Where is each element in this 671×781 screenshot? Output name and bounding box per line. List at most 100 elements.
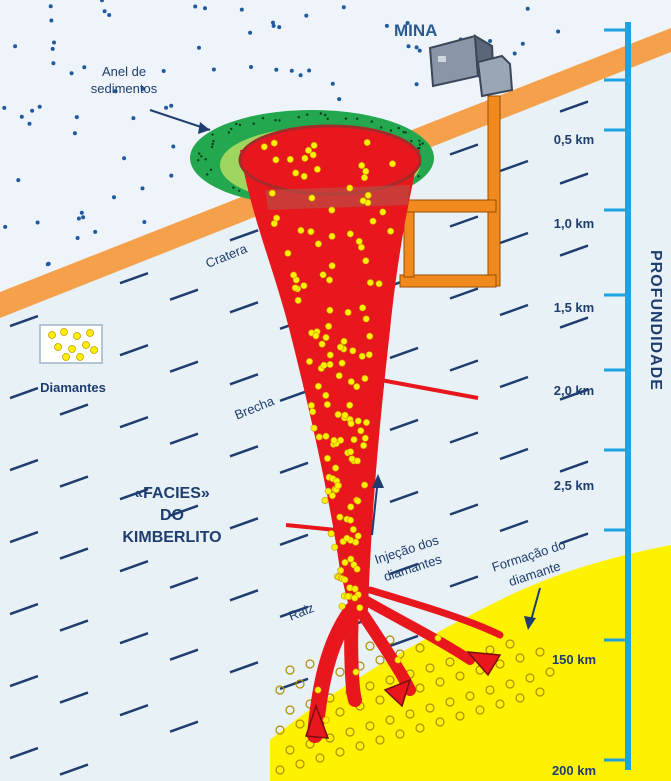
ring-dot	[238, 190, 240, 192]
pipe-diamond	[348, 420, 354, 426]
soil-dot	[385, 24, 389, 28]
pipe-diamond	[347, 449, 353, 455]
pipe-diamond	[364, 139, 370, 145]
pipe-diamond	[329, 263, 335, 269]
diamond-legend-icon	[40, 325, 102, 363]
soil-dot	[38, 105, 42, 109]
pipe-diamond	[323, 392, 329, 398]
pipe-diamond	[359, 305, 365, 311]
pipe-diamond	[363, 316, 369, 322]
soil-dot	[73, 131, 77, 135]
pipe-diamond	[350, 526, 356, 532]
depth-label: 1,5 km	[554, 300, 594, 315]
pipe-diamond	[366, 352, 372, 358]
anel-label-line2: sedimentos	[91, 81, 158, 96]
pipe-diamond	[315, 241, 321, 247]
soil-dot	[52, 41, 56, 45]
pipe-diamond	[350, 348, 356, 354]
pipe-diamond	[327, 361, 333, 367]
pipe-diamond	[360, 442, 366, 448]
pipe-diamond	[315, 687, 321, 693]
pipe-diamond	[387, 228, 393, 234]
soil-dot	[272, 24, 276, 28]
pipe-diamond	[323, 717, 329, 723]
soil-dot	[3, 225, 7, 229]
pipe-diamond	[305, 147, 311, 153]
soil-dot	[82, 65, 86, 69]
ring-dot	[324, 114, 326, 116]
ring-dot	[418, 140, 420, 142]
pipe-diamond	[293, 170, 299, 176]
depth-label: 150 km	[552, 652, 596, 667]
pipe-diamond	[357, 605, 363, 611]
pipe-diamond	[345, 309, 351, 315]
soil-dot	[131, 116, 135, 120]
pipe-diamond	[335, 483, 341, 489]
pipe-diamond	[363, 168, 369, 174]
soil-dot	[203, 6, 207, 10]
ring-dot	[405, 131, 407, 133]
facies-label-line1: «FACIES»	[134, 485, 210, 502]
ring-dot	[200, 155, 202, 157]
soil-dot	[93, 230, 97, 234]
soil-dot	[274, 68, 278, 72]
pipe-diamond	[365, 192, 371, 198]
soil-dot	[20, 115, 24, 119]
pipe-diamond	[324, 455, 330, 461]
pipe-diamond	[311, 142, 317, 148]
pipe-diamond	[363, 258, 369, 264]
legend-diamond	[55, 344, 62, 351]
pipe-diamond	[301, 283, 307, 289]
pipe-diamond	[363, 419, 369, 425]
pipe-diamond	[348, 556, 354, 562]
pipe-diamond	[355, 498, 361, 504]
pipe-diamond	[354, 383, 360, 389]
ring-dot	[422, 142, 424, 144]
pipe-diamond	[347, 517, 353, 523]
pipe-diamond	[359, 353, 365, 359]
pipe-diamond	[362, 375, 368, 381]
pipe-diamond	[332, 544, 338, 550]
pipe-diamond	[345, 593, 351, 599]
soil-dot	[299, 73, 303, 77]
soil-dot	[415, 82, 419, 86]
pipe-diamond	[336, 373, 342, 379]
pipe-diamond	[370, 218, 376, 224]
pipe-diamond	[352, 595, 358, 601]
ring-dot	[398, 127, 400, 129]
ring-dot	[345, 117, 347, 119]
soil-dot	[75, 115, 79, 119]
facies-label-line3: KIMBERLITO	[122, 529, 221, 546]
pipe-diamond	[332, 465, 338, 471]
pipe-diamond	[356, 238, 362, 244]
soil-dot	[36, 221, 40, 225]
pipe-diamond	[321, 362, 327, 368]
soil-dot	[169, 174, 173, 178]
soil-dot	[171, 145, 175, 149]
pipe-diamond	[261, 144, 267, 150]
ring-dot	[204, 158, 206, 160]
ring-dot	[417, 175, 419, 177]
pipe-diamond	[285, 250, 291, 256]
pipe-diamond	[395, 657, 401, 663]
soil-dot	[249, 65, 253, 69]
pipe-diamond	[389, 161, 395, 167]
pipe-diamond	[342, 559, 348, 565]
soil-dot	[407, 44, 411, 48]
legend-diamond	[91, 347, 98, 354]
soil-dot	[30, 109, 34, 113]
pipe-diamond	[316, 434, 322, 440]
pipe-diamond	[367, 279, 373, 285]
profundidade-label: PROFUNDIDADE	[647, 250, 664, 391]
pipe-diamond	[292, 285, 298, 291]
legend-diamond	[83, 342, 90, 349]
soil-dot	[556, 30, 560, 34]
pipe-diamond	[329, 207, 335, 213]
pipe-diamond	[342, 412, 348, 418]
soil-dot	[197, 46, 201, 50]
ring-dot	[232, 186, 234, 188]
facies-label-line2: DO	[160, 507, 184, 524]
pipe-diamond	[331, 437, 337, 443]
pipe-diamond	[380, 209, 386, 215]
